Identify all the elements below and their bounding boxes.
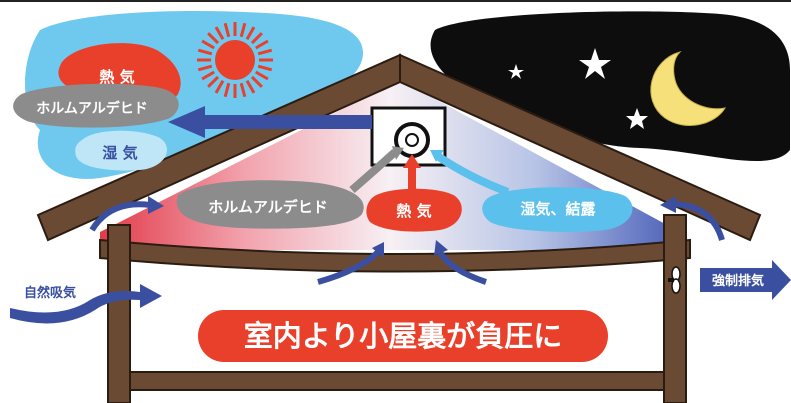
flow-arrowhead-red <box>403 154 421 168</box>
formaldehyde-label-attic: ホルムアルデヒド <box>208 198 328 216</box>
banner-background <box>198 310 608 362</box>
sun-ray <box>207 75 220 88</box>
flow-arrowhead-blue <box>430 150 444 162</box>
eave-arrow-left <box>89 201 151 232</box>
sun-ray <box>257 64 273 72</box>
eave-arrowhead-left <box>148 196 164 214</box>
natural-intake-label: 自然吸気 <box>24 285 76 301</box>
room-arrow-left <box>317 249 381 285</box>
moisture-blob-top <box>75 130 168 171</box>
moisture-blob-attic <box>482 187 633 232</box>
sun-ray <box>223 22 231 38</box>
sun-ray <box>201 39 215 50</box>
flow-arrowhead-gray <box>392 146 404 160</box>
formaldehyde-blob-attic <box>176 180 364 229</box>
sun-ray <box>239 22 247 38</box>
moisture-label-top: 湿 気 <box>102 144 137 162</box>
sun-ray <box>197 64 213 72</box>
exhaust-fan-icon <box>668 266 681 294</box>
sun-ray <box>223 82 231 98</box>
formaldehyde-label-top: ホルムアルデヒド <box>36 100 148 117</box>
sun-ray <box>239 82 247 98</box>
forced-exhaust-arrow <box>700 260 791 300</box>
wall-right <box>663 214 687 403</box>
sun-ray <box>214 26 225 40</box>
room-arrowhead-left <box>372 242 384 258</box>
sun-ray <box>255 39 269 50</box>
sun-ray <box>245 26 256 40</box>
formaldehyde-blob-top <box>13 83 179 128</box>
top-border <box>0 0 791 2</box>
exhaust-arrow-top <box>168 106 372 138</box>
sun-icon <box>197 22 273 98</box>
star-icon <box>626 108 648 129</box>
heat-label-attic: 熱 気 <box>396 202 431 220</box>
wall-left <box>107 224 131 403</box>
eave-arrow-right <box>671 201 725 241</box>
banner-text: 室内より小屋裏が負圧に <box>244 319 562 353</box>
star-icon <box>508 64 524 79</box>
floor-beam <box>129 371 665 391</box>
star-icon <box>579 48 611 79</box>
room-arrow-right <box>437 250 487 285</box>
forced-exhaust-label: 強制排気 <box>712 273 764 289</box>
sun-ray <box>250 75 263 88</box>
sun-ray <box>257 48 273 56</box>
heat-label-top: 熱 気 <box>99 68 134 86</box>
heat-blob-attic <box>366 188 462 232</box>
flow-arrow-gray <box>349 149 398 194</box>
flow-arrow-blue <box>433 151 510 196</box>
moon-icon <box>650 51 726 126</box>
roof-right <box>399 53 762 242</box>
natural-intake-arrow <box>10 284 162 324</box>
sun-ray <box>250 32 263 45</box>
sun-ray <box>214 80 225 94</box>
sun-ray <box>197 48 213 56</box>
sun-ray <box>201 70 215 81</box>
room-arrowhead-right <box>434 240 448 256</box>
eave-arrowhead-right <box>660 196 676 213</box>
moisture-condensation-label: 湿気、結露 <box>520 200 596 218</box>
sun-ray <box>255 70 269 81</box>
ceiling-beam <box>99 238 691 273</box>
sun-ray <box>207 32 220 45</box>
sun-ray <box>245 80 256 94</box>
